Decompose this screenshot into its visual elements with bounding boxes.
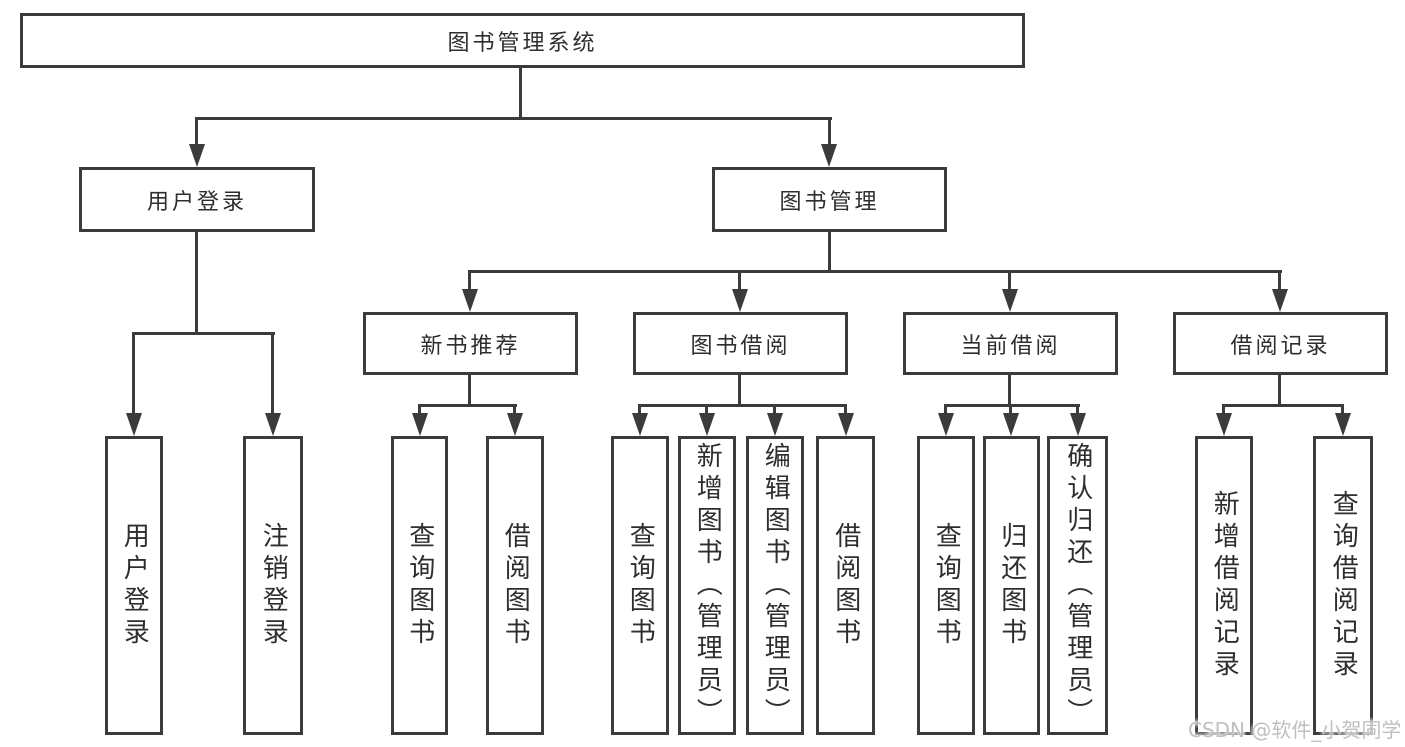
leaf-current-query-books-label: 查询图书 [931, 521, 962, 650]
arrowhead-down [1335, 413, 1351, 436]
connector-line [468, 375, 471, 406]
connector-line [1008, 270, 1011, 290]
connector-line [195, 117, 198, 145]
connector-line [271, 332, 274, 414]
node-book-borrowing: 图书借阅 [633, 312, 848, 375]
leaf-logout: 注销登录 [243, 436, 303, 735]
arrowhead-down [265, 413, 281, 436]
arrowhead-down [1216, 413, 1232, 436]
leaf-borrowing-query-books: 查询图书 [611, 436, 669, 735]
node-borrowing-records: 借阅记录 [1173, 312, 1388, 375]
leaf-current-query-books: 查询图书 [917, 436, 975, 735]
node-book-borrowing-label: 图书借阅 [690, 333, 791, 359]
leaf-add-books-admin: 新增图书（管理员） [678, 436, 736, 735]
node-root-label: 图书管理系统 [447, 30, 598, 56]
arrowhead-down [1272, 289, 1288, 312]
connector-line [132, 332, 135, 414]
leaf-add-borrow-record: 新增借阅记录 [1195, 436, 1253, 735]
connector-line [519, 68, 522, 120]
arrowhead-down [767, 413, 783, 436]
leaf-add-books-admin-label: 新增图书（管理员） [692, 441, 723, 730]
connector-line [468, 270, 471, 290]
connector-line [1008, 375, 1011, 406]
arrowhead-down [632, 413, 648, 436]
connector-line [1278, 375, 1281, 406]
leaf-borrowing-borrow-books: 借阅图书 [816, 436, 875, 735]
connector-line [773, 404, 776, 415]
arrowhead-down [1070, 413, 1086, 436]
arrowhead-down [1003, 413, 1019, 436]
node-borrowing-records-label: 借阅记录 [1230, 333, 1331, 359]
connector-line [638, 404, 847, 407]
connector-line [1222, 404, 1225, 415]
arrowhead-down [838, 413, 854, 436]
arrowhead-down [507, 413, 523, 436]
arrowhead-down [732, 289, 748, 312]
arrowhead-down [699, 413, 715, 436]
leaf-return-books-label: 归还图书 [996, 521, 1027, 650]
node-new-book-recommend: 新书推荐 [363, 312, 578, 375]
arrowhead-down [412, 413, 428, 436]
arrowhead-down [462, 289, 478, 312]
node-book-management-label: 图书管理 [779, 189, 880, 215]
leaf-confirm-return-admin: 确认归还（管理员） [1047, 436, 1108, 735]
leaf-confirm-return-admin-label: 确认归还（管理员） [1062, 441, 1093, 730]
node-user-login-label: 用户登录 [146, 189, 247, 215]
leaf-recommend-query-books-label: 查询图书 [404, 521, 435, 650]
connector-line [418, 404, 421, 415]
connector-line [1076, 404, 1079, 415]
node-current-borrowing-label: 当前借阅 [960, 333, 1061, 359]
leaf-user-login-label: 用户登录 [119, 521, 150, 650]
watermark: CSDN @软件_小贺同学 [1188, 718, 1402, 742]
leaf-recommend-query-books: 查询图书 [391, 436, 448, 735]
leaf-recommend-borrow-books-label: 借阅图书 [500, 521, 531, 650]
connector-line [944, 404, 1080, 407]
connector-line [828, 232, 831, 272]
leaf-edit-books-admin: 编辑图书（管理员） [746, 436, 804, 735]
connector-line [418, 404, 517, 407]
leaf-logout-label: 注销登录 [258, 521, 289, 650]
connector-line [1341, 404, 1344, 415]
connector-line [132, 332, 275, 335]
connector-line [1278, 270, 1281, 290]
connector-line [828, 117, 831, 145]
connector-line [1009, 404, 1012, 415]
connector-line [944, 404, 947, 415]
leaf-query-borrow-record-label: 查询借阅记录 [1328, 489, 1359, 682]
connector-line [513, 404, 516, 415]
arrowhead-down [126, 413, 142, 436]
node-book-management: 图书管理 [712, 167, 947, 232]
node-user-login: 用户登录 [79, 167, 315, 232]
connector-line [705, 404, 708, 415]
arrowhead-down [821, 144, 837, 167]
connector-line [638, 404, 641, 415]
leaf-edit-books-admin-label: 编辑图书（管理员） [760, 441, 791, 730]
leaf-recommend-borrow-books: 借阅图书 [486, 436, 544, 735]
connector-line [844, 404, 847, 415]
connector-line [1222, 404, 1344, 407]
connector-line [738, 270, 741, 290]
leaf-user-login: 用户登录 [105, 436, 163, 735]
leaf-return-books: 归还图书 [983, 436, 1040, 735]
connector-line [738, 375, 741, 406]
node-current-borrowing: 当前借阅 [903, 312, 1118, 375]
arrowhead-down [1002, 289, 1018, 312]
leaf-add-borrow-record-label: 新增借阅记录 [1209, 489, 1240, 682]
connector-line [196, 117, 832, 120]
leaf-query-borrow-record: 查询借阅记录 [1313, 436, 1373, 735]
leaf-borrowing-query-books-label: 查询图书 [625, 521, 656, 650]
node-root: 图书管理系统 [20, 13, 1025, 68]
arrowhead-down [189, 144, 205, 167]
leaf-borrowing-borrow-books-label: 借阅图书 [830, 521, 861, 650]
connector-line [195, 232, 198, 335]
node-new-book-recommend-label: 新书推荐 [420, 333, 521, 359]
connector-line [468, 270, 1282, 273]
arrowhead-down [938, 413, 954, 436]
